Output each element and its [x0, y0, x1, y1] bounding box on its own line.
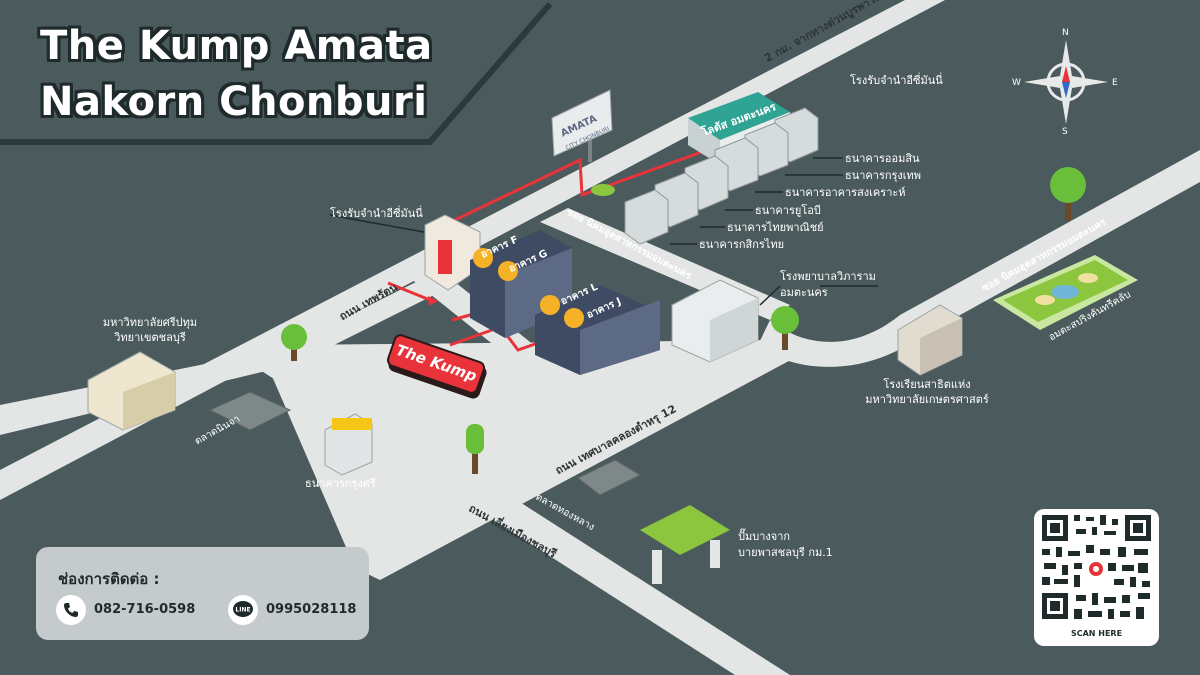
condo-emoji-badges — [473, 248, 584, 328]
label-school-2: มหาวิทยาลัยเกษตรศาสตร์ — [865, 393, 989, 406]
label-bank-2: ธนาคารกรุงเทพ — [845, 169, 922, 182]
golf-course — [993, 255, 1138, 330]
qr-caption: SCAN HERE — [1070, 629, 1123, 638]
road-thepraksa — [265, 280, 440, 362]
line-icon-label: LINE — [235, 607, 250, 614]
market-ninja-building — [208, 391, 292, 431]
compass-e: E — [1112, 78, 1118, 88]
gas-station — [640, 505, 730, 584]
tree — [771, 306, 799, 350]
emoji-icon — [473, 248, 493, 268]
krungsri-building — [324, 413, 373, 476]
bank-leaders — [329, 157, 878, 306]
pawn-shop-building — [424, 214, 481, 291]
label-bank-5: ธนาคารไทยพาณิชย์ — [727, 221, 824, 234]
road-liang-mueang — [260, 355, 790, 675]
road-thesaban — [265, 340, 800, 580]
route-top — [429, 138, 736, 234]
contact-phone[interactable]: 082-716-0598 — [94, 602, 196, 617]
condo-buildings — [470, 230, 660, 375]
emoji-icon — [498, 261, 518, 281]
qr-code-card[interactable]: SCAN HERE — [1034, 509, 1159, 646]
line-app-icon: LINE — [228, 595, 258, 625]
market-buildings — [208, 391, 642, 496]
school-building — [897, 304, 963, 376]
label-university-1: มหาวิทยาลัยศรีปทุม — [102, 316, 198, 329]
label-gas-1: ปั๊มบางจาก — [738, 530, 791, 543]
label-bank-4: ธนาคารยูโอบี — [755, 204, 821, 217]
label-hospital-2: อมตะนคร — [780, 286, 828, 299]
tree — [281, 324, 307, 361]
label-school-1: โรงเรียนสาธิตแห่ง — [883, 378, 971, 391]
label-krungsri: ธนาคารกรุงศรี — [305, 477, 376, 490]
compass-rose-icon — [1024, 40, 1108, 124]
tree — [1050, 167, 1086, 221]
bank-building — [624, 189, 669, 245]
route-arrow — [428, 296, 438, 306]
tree — [466, 424, 484, 474]
qr-code-icon — [1042, 515, 1151, 619]
compass-w: W — [1012, 78, 1021, 88]
title-line-1: The Kump Amata — [40, 23, 433, 69]
hospital-building — [671, 279, 759, 363]
label-hospital-1: โรงพยาบาลวิภาราม — [780, 270, 876, 283]
contact-card: ช่องการติดต่อ : 082-716-0598 LINE 099502… — [36, 547, 369, 640]
market-thong-building — [577, 459, 642, 496]
label-pawn-shop-top: โรงรับจำนำอีซี่มันนี่ — [850, 74, 943, 87]
label-gas-2: บายพาสชลบุรี กม.1 — [738, 546, 833, 559]
building-l-side — [580, 300, 660, 375]
compass-n: N — [1062, 28, 1069, 38]
title-line-2: Nakorn Chonburi — [40, 79, 428, 125]
university-building — [87, 351, 176, 431]
label-bank-3: ธนาคารอาคารสงเคราะห์ — [785, 186, 906, 199]
emoji-icon — [564, 308, 584, 328]
label-university-2: วิทยาเขตชลบุรี — [114, 331, 186, 344]
bush — [591, 184, 615, 196]
phone-icon — [56, 595, 86, 625]
label-bank-1: ธนาคารออมสิน — [845, 152, 920, 165]
contact-title: ช่องการติดต่อ : — [58, 570, 160, 588]
amata-billboard — [551, 89, 613, 162]
road-soi-amata-right — [758, 150, 1200, 367]
page-title: The Kump Amata Nakorn Chonburi — [40, 18, 433, 130]
label-bank-6: ธนาคารกสิกรไทย — [699, 238, 785, 251]
trees — [281, 167, 1086, 474]
label-pawn-shop-left: โรงรับจำนำอีซี่มันนี่ — [330, 207, 423, 220]
bank-buildings — [624, 107, 819, 245]
title-frame — [0, 2, 553, 145]
emoji-icon — [540, 295, 560, 315]
route-kump-2 — [449, 328, 493, 347]
contact-line-id[interactable]: 0995028118 — [266, 602, 357, 617]
compass-s: S — [1062, 127, 1068, 137]
route-to-kump — [387, 281, 431, 302]
